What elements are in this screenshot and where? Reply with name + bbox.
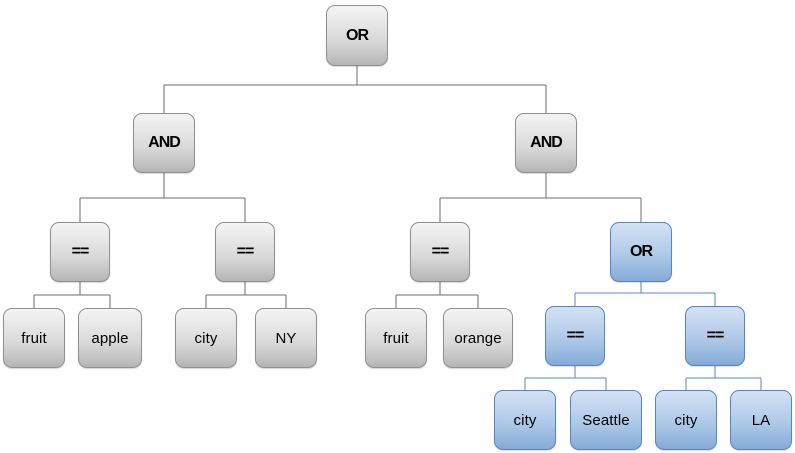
tree-node-label: OR — [346, 26, 369, 44]
tree-node-and-left[interactable]: AND — [133, 113, 195, 173]
tree-node-label: AND — [530, 134, 563, 151]
tree-node-label: == — [706, 327, 725, 344]
tree-node-leaf-fruit-2[interactable]: fruit — [365, 308, 427, 368]
tree-node-eq-blue-1[interactable]: == — [545, 306, 605, 366]
tree-node-leaf-seattle[interactable]: Seattle — [570, 390, 642, 450]
tree-node-label: apple — [91, 329, 129, 347]
tree-node-label: city — [674, 411, 698, 429]
tree-node-root-or[interactable]: OR — [326, 5, 388, 66]
tree-node-leaf-ny[interactable]: NY — [255, 308, 317, 368]
tree-node-leaf-city-3[interactable]: city — [655, 390, 717, 450]
tree-node-leaf-apple[interactable]: apple — [78, 308, 142, 368]
tree-node-label: == — [566, 327, 585, 344]
tree-node-label: fruit — [383, 329, 409, 347]
tree-node-eq-1[interactable]: == — [50, 222, 110, 282]
tree-node-label: == — [431, 243, 450, 260]
tree-node-eq-3[interactable]: == — [410, 222, 470, 282]
tree-node-label: == — [71, 243, 90, 260]
tree-node-label: AND — [148, 134, 181, 151]
tree-node-leaf-city-2[interactable]: city — [494, 390, 556, 450]
tree-node-label: Seattle — [582, 411, 630, 429]
tree-node-label: OR — [630, 243, 653, 260]
tree-node-label: fruit — [21, 329, 47, 347]
tree-node-label: city — [513, 411, 537, 429]
tree-node-leaf-orange[interactable]: orange — [443, 308, 513, 368]
tree-node-label: LA — [751, 411, 771, 429]
tree-node-or-blue[interactable]: OR — [610, 222, 672, 282]
tree-node-leaf-fruit-1[interactable]: fruit — [3, 308, 65, 368]
tree-node-label: orange — [454, 329, 502, 347]
tree-node-eq-blue-2[interactable]: == — [685, 306, 745, 366]
tree-node-leaf-la[interactable]: LA — [730, 390, 792, 450]
tree-node-label: city — [194, 329, 218, 347]
tree-node-label: NY — [275, 329, 297, 347]
tree-node-leaf-city-1[interactable]: city — [175, 308, 237, 368]
tree-node-and-right[interactable]: AND — [515, 113, 577, 173]
tree-node-eq-2[interactable]: == — [215, 222, 275, 282]
tree-node-label: == — [236, 243, 255, 260]
